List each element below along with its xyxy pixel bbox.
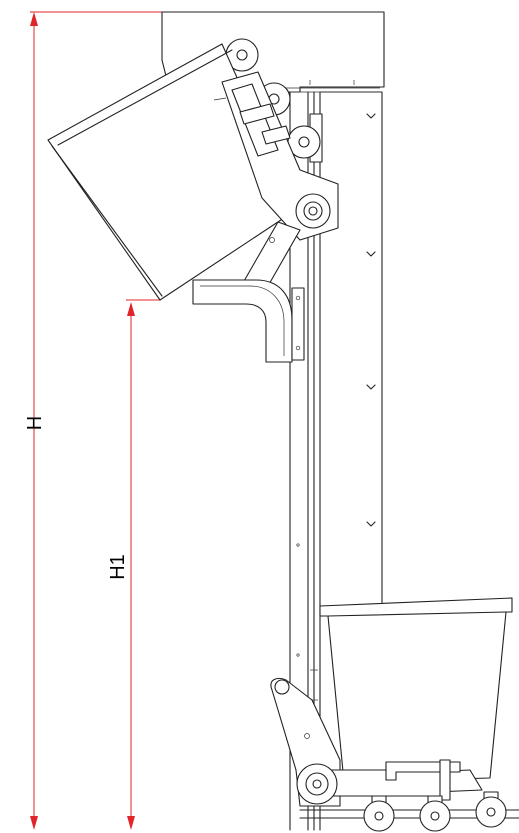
mast-rivet bbox=[366, 384, 376, 390]
dimension-h1-top-arrow bbox=[127, 302, 135, 316]
dimension-h-bottom-arrow bbox=[30, 816, 38, 830]
tipping-arm bbox=[213, 71, 339, 301]
bin-castors bbox=[363, 791, 507, 832]
mast-rivet bbox=[366, 113, 376, 119]
dimension-h-top-arrow bbox=[30, 12, 38, 26]
dimension-h: H bbox=[24, 11, 162, 830]
hook-bracket bbox=[192, 279, 305, 363]
dimension-h-label: H bbox=[24, 416, 46, 430]
link-pin bbox=[274, 679, 290, 695]
lower-carriage bbox=[270, 677, 519, 819]
mast-rivet bbox=[366, 521, 376, 527]
dimension-h1-label: H1 bbox=[107, 554, 129, 580]
dimension-h1-bottom-arrow bbox=[127, 816, 135, 830]
mast-rivet bbox=[366, 251, 376, 257]
dimension-h1: H1 bbox=[107, 299, 160, 830]
